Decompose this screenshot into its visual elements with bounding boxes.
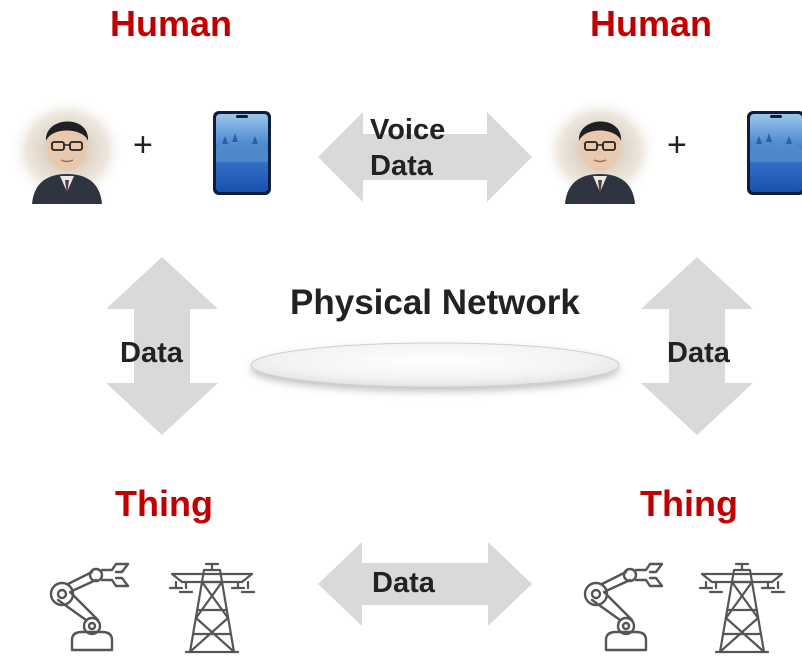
- power-tower-icon: [166, 560, 258, 654]
- plus-sign-left: +: [133, 126, 153, 164]
- data-label-left: Data: [120, 337, 183, 369]
- robot-arm-icon: [578, 560, 670, 652]
- thing-title-right: Thing: [640, 483, 738, 524]
- smartphone-icon: [212, 110, 272, 196]
- person-avatar-icon: [8, 96, 126, 204]
- data-label-bottom: Data: [372, 567, 435, 599]
- physical-network-label: Physical Network: [290, 283, 580, 322]
- power-tower-icon: [696, 560, 788, 654]
- data-label-top: Data: [370, 150, 433, 182]
- voice-label: Voice: [370, 114, 446, 146]
- physical-network-ellipse: [247, 338, 623, 396]
- smartphone-icon: [746, 110, 802, 196]
- plus-sign-right: +: [667, 126, 687, 164]
- human-title-right: Human: [590, 3, 713, 44]
- right-vertical-double-arrow: [641, 257, 753, 435]
- voice-data-double-arrow: [318, 112, 532, 202]
- thing-title-left: Thing: [115, 483, 213, 524]
- data-label-right: Data: [667, 337, 730, 369]
- human-title-left: Human: [110, 3, 233, 44]
- robot-arm-icon: [44, 560, 136, 652]
- left-vertical-double-arrow: [106, 257, 218, 435]
- bottom-data-double-arrow: [318, 542, 532, 626]
- person-avatar-icon: [541, 96, 659, 204]
